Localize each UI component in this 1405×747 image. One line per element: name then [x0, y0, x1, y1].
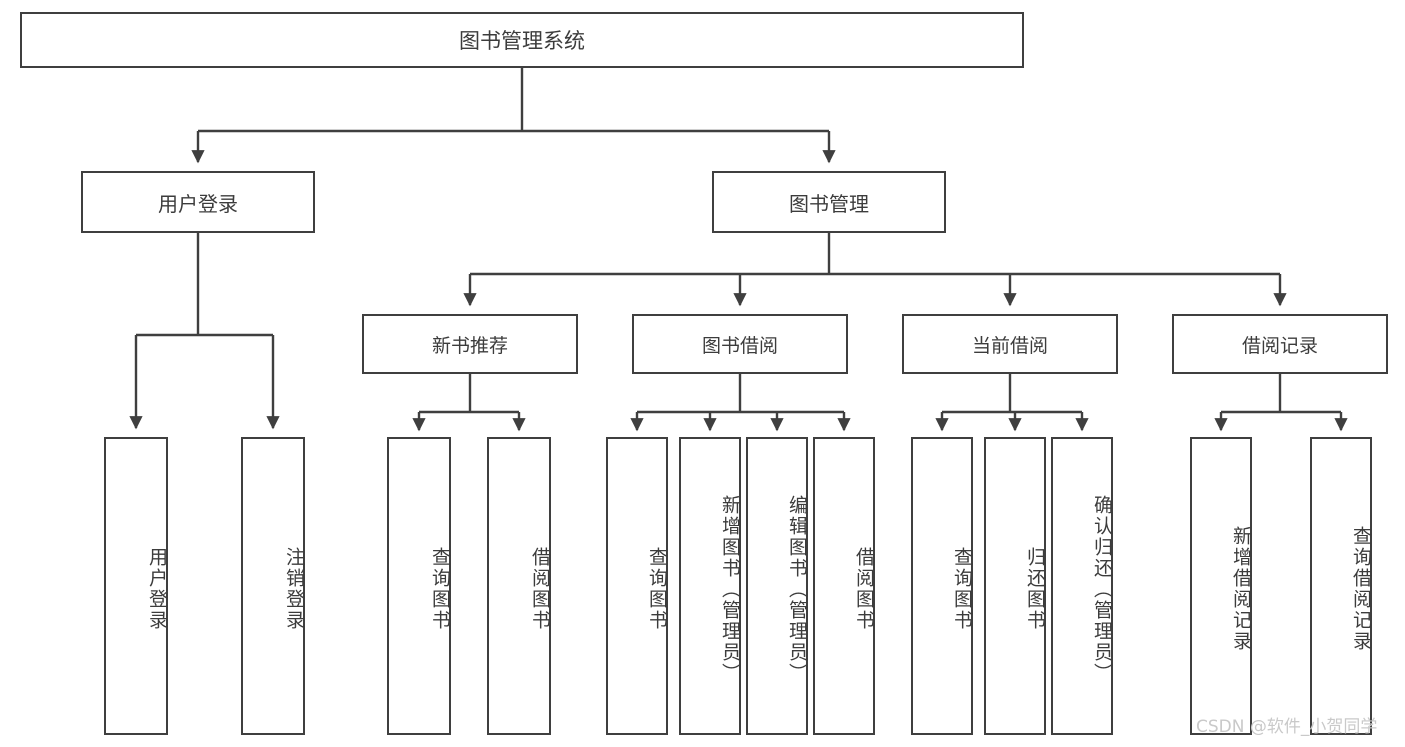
node-leaf-query-book-2-label: 查询图书 — [646, 547, 668, 631]
node-borrow-record[interactable]: 借阅记录 — [1172, 314, 1388, 374]
node-leaf-user-login[interactable]: 用户登录 — [104, 437, 168, 735]
node-current-borrow[interactable]: 当前借阅 — [902, 314, 1118, 374]
node-leaf-query-record-label: 查询借阅记录 — [1350, 526, 1372, 652]
node-book-management-label: 图书管理 — [789, 191, 869, 216]
node-leaf-return-book-label: 归还图书 — [1024, 547, 1046, 631]
csdn-watermark: CSDN @软件_小贺同学 — [1196, 717, 1378, 737]
node-user-login[interactable]: 用户登录 — [81, 171, 315, 233]
node-current-borrow-label: 当前借阅 — [971, 334, 1048, 357]
node-leaf-edit-book-label: 编辑图书（管理员） — [786, 494, 808, 684]
node-leaf-logout-label: 注销登录 — [283, 547, 305, 631]
node-leaf-query-book-2[interactable]: 查询图书 — [606, 437, 668, 735]
node-borrow-record-label: 借阅记录 — [1241, 334, 1318, 357]
node-leaf-add-book-label: 新增图书（管理员） — [719, 494, 741, 684]
node-leaf-confirm-return[interactable]: 确认归还（管理员） — [1051, 437, 1113, 735]
node-root-label: 图书管理系统 — [459, 29, 585, 53]
node-book-management[interactable]: 图书管理 — [712, 171, 946, 233]
node-leaf-query-book-3[interactable]: 查询图书 — [911, 437, 973, 735]
node-leaf-confirm-return-label: 确认归还（管理员） — [1091, 494, 1113, 684]
node-leaf-query-record[interactable]: 查询借阅记录 — [1310, 437, 1372, 735]
node-leaf-borrow-book-2[interactable]: 借阅图书 — [813, 437, 875, 735]
node-book-borrow-label: 图书借阅 — [701, 334, 778, 357]
node-new-book-recommend-label: 新书推荐 — [431, 334, 508, 357]
node-leaf-edit-book[interactable]: 编辑图书（管理员） — [746, 437, 808, 735]
node-leaf-user-login-label: 用户登录 — [146, 547, 168, 631]
node-leaf-borrow-book-1-label: 借阅图书 — [529, 547, 551, 631]
node-book-borrow[interactable]: 图书借阅 — [632, 314, 848, 374]
node-leaf-borrow-book-2-label: 借阅图书 — [853, 547, 875, 631]
node-leaf-query-book-1[interactable]: 查询图书 — [387, 437, 451, 735]
node-leaf-add-record-label: 新增借阅记录 — [1230, 526, 1252, 652]
node-leaf-query-book-3-label: 查询图书 — [951, 547, 973, 631]
node-leaf-add-book[interactable]: 新增图书（管理员） — [679, 437, 741, 735]
node-leaf-query-book-1-label: 查询图书 — [429, 547, 451, 631]
node-leaf-borrow-book-1[interactable]: 借阅图书 — [487, 437, 551, 735]
node-root[interactable]: 图书管理系统 — [20, 12, 1024, 68]
node-leaf-add-record[interactable]: 新增借阅记录 — [1190, 437, 1252, 735]
node-user-login-label: 用户登录 — [158, 191, 238, 216]
node-new-book-recommend[interactable]: 新书推荐 — [362, 314, 578, 374]
node-leaf-logout[interactable]: 注销登录 — [241, 437, 305, 735]
node-leaf-return-book[interactable]: 归还图书 — [984, 437, 1046, 735]
